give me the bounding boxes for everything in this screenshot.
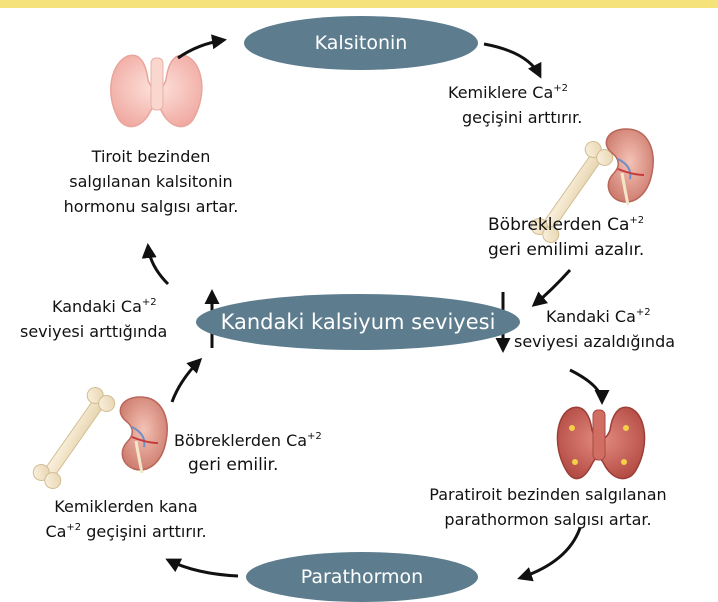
parathyroid-text-line: parathormon salgısı artar.	[398, 507, 698, 532]
parathormone-node: Parathormon	[246, 552, 478, 602]
kidney-top-text: Böbreklerden Ca+2 geri emilimi azalır.	[488, 213, 644, 263]
thyroid-text-line: Tiroit bezinden	[36, 144, 266, 169]
blood-calcium-node-label: Kandaki kalsiyum seviyesi	[221, 310, 496, 334]
blood-decrease-text-line: seviyesi azaldığında	[514, 329, 675, 354]
kidney-bottom-text-line: Böbreklerden Ca+2	[174, 428, 322, 453]
bone-out-text: Kemiklerden kana Ca+2 geçişini arttırır.	[18, 494, 234, 544]
calcitonin-node: Kalsitonin	[244, 16, 478, 70]
arrow-calcitonin-to-bone	[484, 44, 540, 76]
arrow-bone-to-center	[172, 360, 200, 402]
kidney-top-text-line: geri emilimi azalır.	[488, 238, 644, 263]
kidney-bottom-text: Böbreklerden Ca+2 geri emilir.	[174, 428, 322, 478]
blood-increase-text-line: Kandaki Ca+2	[20, 294, 167, 319]
blood-increase-text-line: seviyesi arttığında	[20, 319, 167, 344]
kidney-bottom-text-line: geri emilir.	[174, 453, 322, 478]
arrow-parathyroid-to-parathormon	[520, 528, 580, 578]
thyroid-gland-icon	[111, 55, 202, 126]
arrow-decrease-to-parathyroid	[570, 370, 602, 402]
arrow-thyroid-to-calcitonin	[178, 40, 224, 58]
bone-in-text: Kemiklere Ca+2 geçişini arttırır.	[448, 80, 582, 130]
bone-in-text-line: Kemiklere Ca+2	[448, 80, 582, 105]
blood-decrease-text-line: Kandaki Ca+2	[514, 304, 675, 329]
thyroid-text-line: hormonu salgısı artar.	[36, 194, 266, 219]
parathyroid-text: Paratiroit bezinden salgılanan parathorm…	[398, 482, 698, 532]
parathyroid-text-line: Paratiroit bezinden salgılanan	[398, 482, 698, 507]
kidney-icon	[120, 397, 167, 473]
bone-out-text-line: Ca+2 geçişini arttırır.	[18, 519, 234, 544]
blood-increase-text: Kandaki Ca+2 seviyesi arttığında	[20, 294, 167, 344]
bone-out-text-line: Kemiklerden kana	[18, 494, 234, 519]
arrow-parathormon-to-bone	[168, 560, 238, 576]
thyroid-text: Tiroit bezinden salgılanan kalsitonin ho…	[36, 144, 266, 219]
kidney-top-text-line: Böbreklerden Ca+2	[488, 213, 644, 238]
bone-icon	[30, 384, 118, 491]
parathyroid-gland-icon	[557, 407, 644, 478]
parathormone-node-label: Parathormon	[301, 566, 423, 588]
blood-calcium-node: Kandaki kalsiyum seviyesi	[196, 294, 520, 350]
arrow-increase-to-thyroid	[148, 246, 168, 284]
kidney-icon	[606, 129, 653, 205]
thyroid-text-line: salgılanan kalsitonin	[36, 169, 266, 194]
blood-decrease-text: Kandaki Ca+2 seviyesi azaldığında	[514, 304, 675, 354]
arrow-kidney-to-center	[534, 270, 570, 305]
calcitonin-node-label: Kalsitonin	[315, 32, 408, 54]
bone-in-text-line: geçişini arttırır.	[448, 105, 582, 130]
